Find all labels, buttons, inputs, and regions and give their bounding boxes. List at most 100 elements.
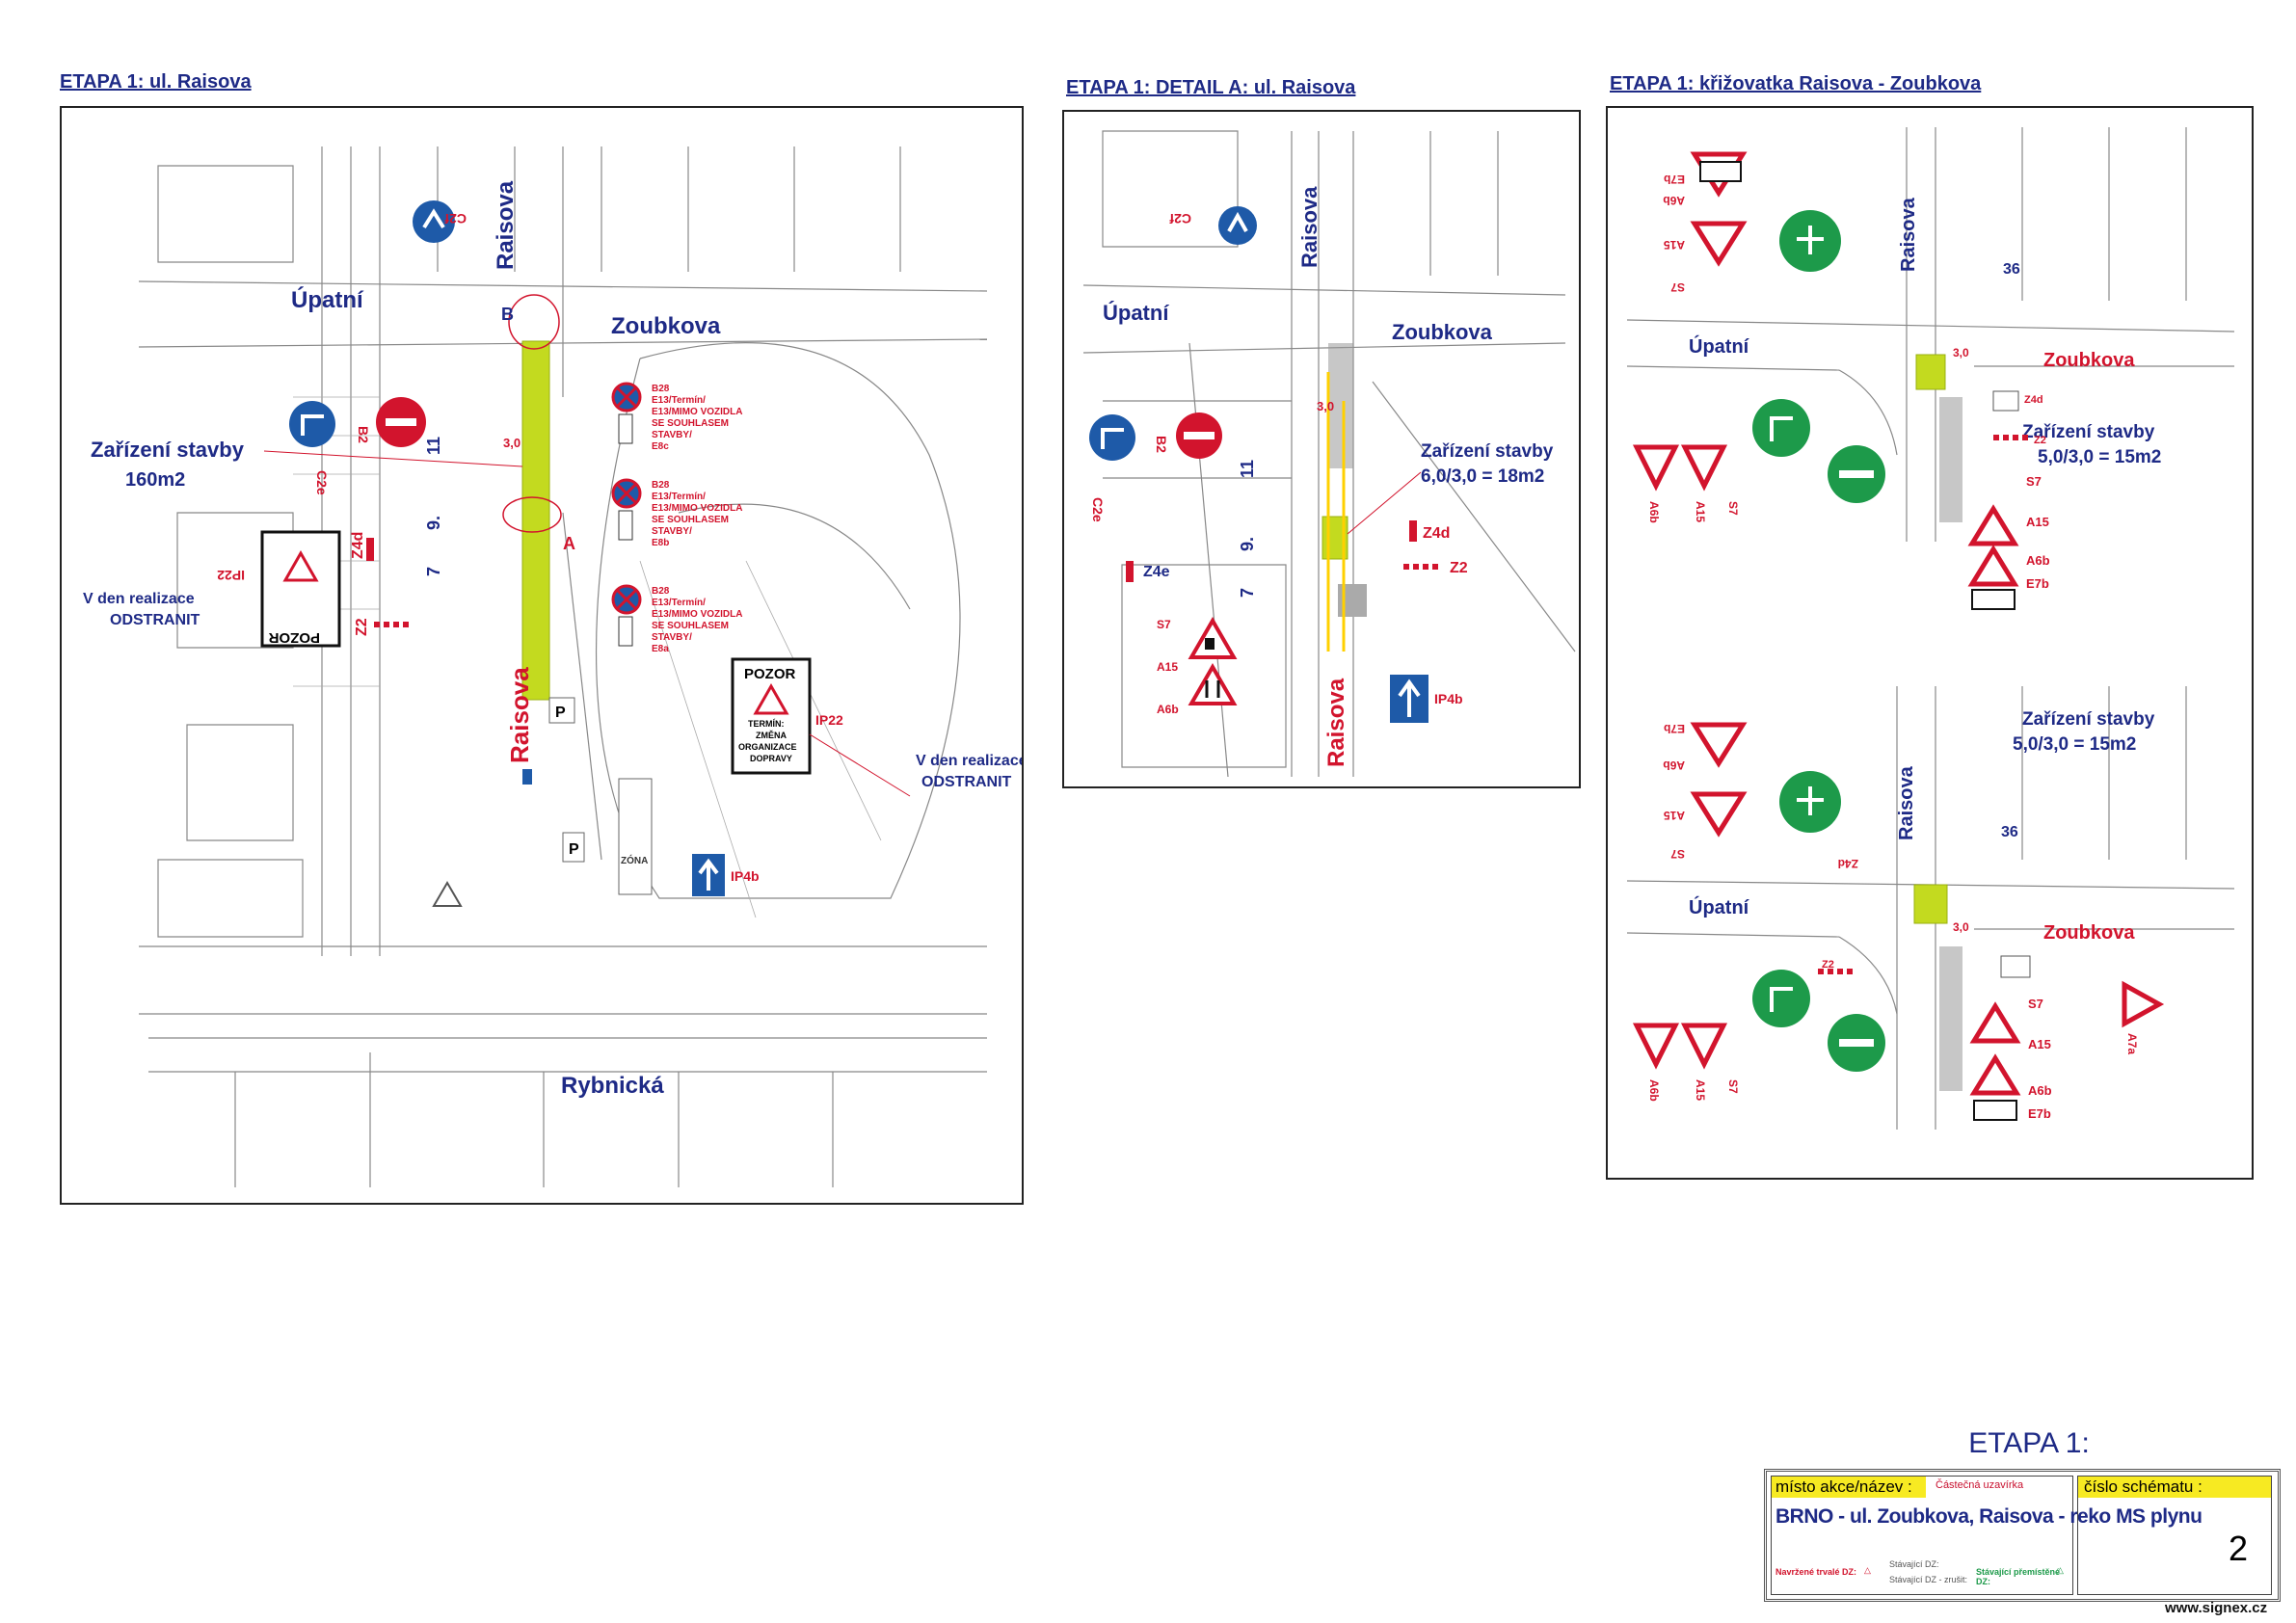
detail-site-label: Zařízení stavby bbox=[1421, 441, 1554, 462]
svg-text:A15: A15 bbox=[1157, 660, 1178, 674]
ks2-a6b-top bbox=[1690, 722, 1748, 768]
svg-text:E13/Termín/: E13/Termín/ bbox=[652, 492, 706, 502]
panel3-svg: Úpatní Zoubkova Raisova 36 Zařízení stav… bbox=[1626, 127, 2235, 1130]
panel1-title: ETAPA 1: ul. Raisova bbox=[60, 71, 252, 93]
svg-text:TERMÍN:: TERMÍN: bbox=[748, 719, 785, 729]
svg-text:E7b: E7b bbox=[2026, 576, 2049, 591]
svg-text:Z2: Z2 bbox=[2034, 435, 2046, 446]
detail-site-area: 6,0/3,0 = 18m2 bbox=[1421, 466, 1544, 487]
svg-text:P: P bbox=[569, 841, 579, 858]
svg-text:P: P bbox=[555, 705, 566, 721]
svg-text:ZMĚNA: ZMĚNA bbox=[756, 730, 787, 740]
svg-text:A15: A15 bbox=[1694, 501, 1707, 522]
legend-transfer: Stávající přemístěné DZ: bbox=[1976, 1567, 2061, 1586]
svg-text:11: 11 bbox=[1238, 460, 1257, 478]
svg-text:E8c: E8c bbox=[652, 441, 669, 452]
svg-text:36: 36 bbox=[2001, 824, 2018, 840]
svg-text:STAVBY/: STAVBY/ bbox=[652, 632, 692, 643]
legend-new: Navržené trvalé DZ: bbox=[1775, 1567, 1857, 1577]
svg-text:C2f: C2f bbox=[1169, 211, 1191, 226]
street-raisova-detail-top: Raisova bbox=[1297, 186, 1322, 268]
mark-b: B bbox=[501, 305, 514, 324]
svg-text:E13/MIMO VOZIDLA: E13/MIMO VOZIDLA bbox=[652, 407, 742, 417]
svg-text:A6b: A6b bbox=[1663, 758, 1685, 772]
ip22-left-label: IP22 bbox=[217, 568, 245, 583]
street-raisova-main: Raisova bbox=[505, 667, 534, 763]
street-raisova-top: Raisova bbox=[493, 180, 519, 270]
remove-left-1: V den realizace bbox=[83, 591, 195, 607]
ip22-pozor: POZOR bbox=[744, 666, 796, 682]
ks-site-lower bbox=[1913, 884, 1948, 924]
svg-text:E8b: E8b bbox=[652, 538, 669, 548]
svg-text:3,0: 3,0 bbox=[1953, 920, 1969, 934]
street-rybnicka: Rybnická bbox=[561, 1073, 664, 1099]
legend-new-icon: △ bbox=[1864, 1565, 1871, 1575]
ks1-a6b-left bbox=[1632, 444, 1680, 492]
svg-text:DOPRAVY: DOPRAVY bbox=[750, 754, 792, 763]
ks2-a15-top bbox=[1690, 791, 1748, 838]
street-upatni-detail: Úpatní bbox=[1103, 301, 1169, 325]
svg-text:ZÓNA: ZÓNA bbox=[621, 854, 648, 866]
svg-text:E7b: E7b bbox=[1664, 173, 1685, 186]
b28-stack-1: B28 E13/Termín/ E13/MIMO VOZIDLA SE SOUH… bbox=[611, 382, 742, 452]
svg-text:36: 36 bbox=[2003, 261, 2020, 278]
svg-text:B28: B28 bbox=[652, 480, 670, 491]
svg-text:STAVBY/: STAVBY/ bbox=[652, 430, 692, 440]
svg-text:Z2: Z2 bbox=[1822, 959, 1834, 971]
panel2-map: 3,0 Úpatní Zoubkova Raisova Raisova C2f … bbox=[1062, 110, 1581, 788]
title-block: místo akce/název : Částečná uzavírka BRN… bbox=[1764, 1469, 2281, 1602]
ks2-site-area: 5,0/3,0 = 15m2 bbox=[2013, 734, 2136, 755]
svg-text:IP4b: IP4b bbox=[1434, 691, 1463, 706]
sign-ip22-left bbox=[260, 530, 341, 648]
sign-z2-label: Z2 bbox=[354, 618, 370, 636]
street-upatni-ks2: Úpatní bbox=[1689, 895, 1750, 918]
house-7: 7 bbox=[424, 567, 443, 576]
svg-text:A15: A15 bbox=[1694, 1079, 1707, 1101]
panel1-map: B A 3,0 Úpatní Zoubkova Rybnická Raisova… bbox=[60, 106, 1024, 1205]
svg-text:STAVBY/: STAVBY/ bbox=[652, 526, 692, 537]
ks1-a15-right bbox=[1967, 504, 2019, 546]
svg-text:7: 7 bbox=[1238, 588, 1257, 598]
svg-text:A6b: A6b bbox=[1157, 703, 1179, 716]
detail-width: 3,0 bbox=[1317, 399, 1334, 413]
scheme-number: 2 bbox=[2228, 1529, 2248, 1568]
svg-text:A15: A15 bbox=[2028, 1037, 2051, 1051]
svg-text:E13/MIMO VOZIDLA: E13/MIMO VOZIDLA bbox=[652, 503, 742, 514]
svg-text:S7: S7 bbox=[1670, 847, 1685, 861]
ks2-site-label: Zařízení stavby bbox=[2022, 709, 2155, 730]
ks2-a6b-left bbox=[1632, 1023, 1680, 1070]
sign-c2f-label: C2f bbox=[444, 211, 467, 226]
title-block-right: číslo schématu : 2 bbox=[2077, 1476, 2272, 1595]
svg-text:9.: 9. bbox=[1238, 537, 1257, 551]
svg-text:SE SOUHLASEM: SE SOUHLASEM bbox=[652, 418, 729, 429]
ks1-a15-top bbox=[1690, 221, 1748, 267]
legend-existing-removed: Stávající DZ - zrušit: bbox=[1889, 1575, 1968, 1584]
panel2-svg: 3,0 Úpatní Zoubkova Raisova Raisova C2f … bbox=[1082, 130, 1576, 778]
ip22-right-label: IP22 bbox=[815, 712, 843, 728]
street-raisova-detail: Raisova bbox=[1323, 678, 1349, 767]
svg-text:A7a: A7a bbox=[2125, 1033, 2139, 1054]
svg-text:A15: A15 bbox=[1664, 809, 1685, 822]
svg-text:ORGANIZACE: ORGANIZACE bbox=[738, 742, 797, 752]
svg-text:B2: B2 bbox=[1154, 436, 1169, 453]
title-block-left: místo akce/název : Částečná uzavírka BRN… bbox=[1771, 1476, 2203, 1595]
street-zoubkova: Zoubkova bbox=[611, 313, 721, 339]
svg-text:S7: S7 bbox=[1157, 618, 1171, 631]
ks-site-upper bbox=[1915, 354, 1946, 390]
svg-text:B28: B28 bbox=[652, 384, 670, 394]
svg-text:B28: B28 bbox=[652, 586, 670, 597]
circle-b bbox=[508, 294, 560, 350]
svg-text:A6b: A6b bbox=[1663, 194, 1685, 207]
svg-text:S7: S7 bbox=[1726, 1079, 1740, 1094]
panel3-title: ETAPA 1: křižovatka Raisova - Zoubkova bbox=[1610, 73, 1982, 94]
sign-c2e-label: C2e bbox=[314, 470, 330, 495]
svg-text:E8a: E8a bbox=[652, 644, 669, 654]
legend: Navržené trvalé DZ: △ Stávající DZ: Stáv… bbox=[1772, 1556, 2072, 1594]
panel2-title: ETAPA 1: DETAIL A: ul. Raisova bbox=[1066, 77, 1356, 98]
remove-right-2: ODSTRANIT bbox=[921, 774, 1012, 790]
remove-right-1: V den realizace bbox=[916, 753, 1022, 769]
ks2-a7a bbox=[2122, 980, 2165, 1028]
svg-text:A6b: A6b bbox=[2028, 1083, 2052, 1098]
project-name: BRNO - ul. Zoubkova, Raisova - reko MS p… bbox=[1775, 1505, 2203, 1528]
place-label: místo akce/název : bbox=[1772, 1477, 1926, 1498]
